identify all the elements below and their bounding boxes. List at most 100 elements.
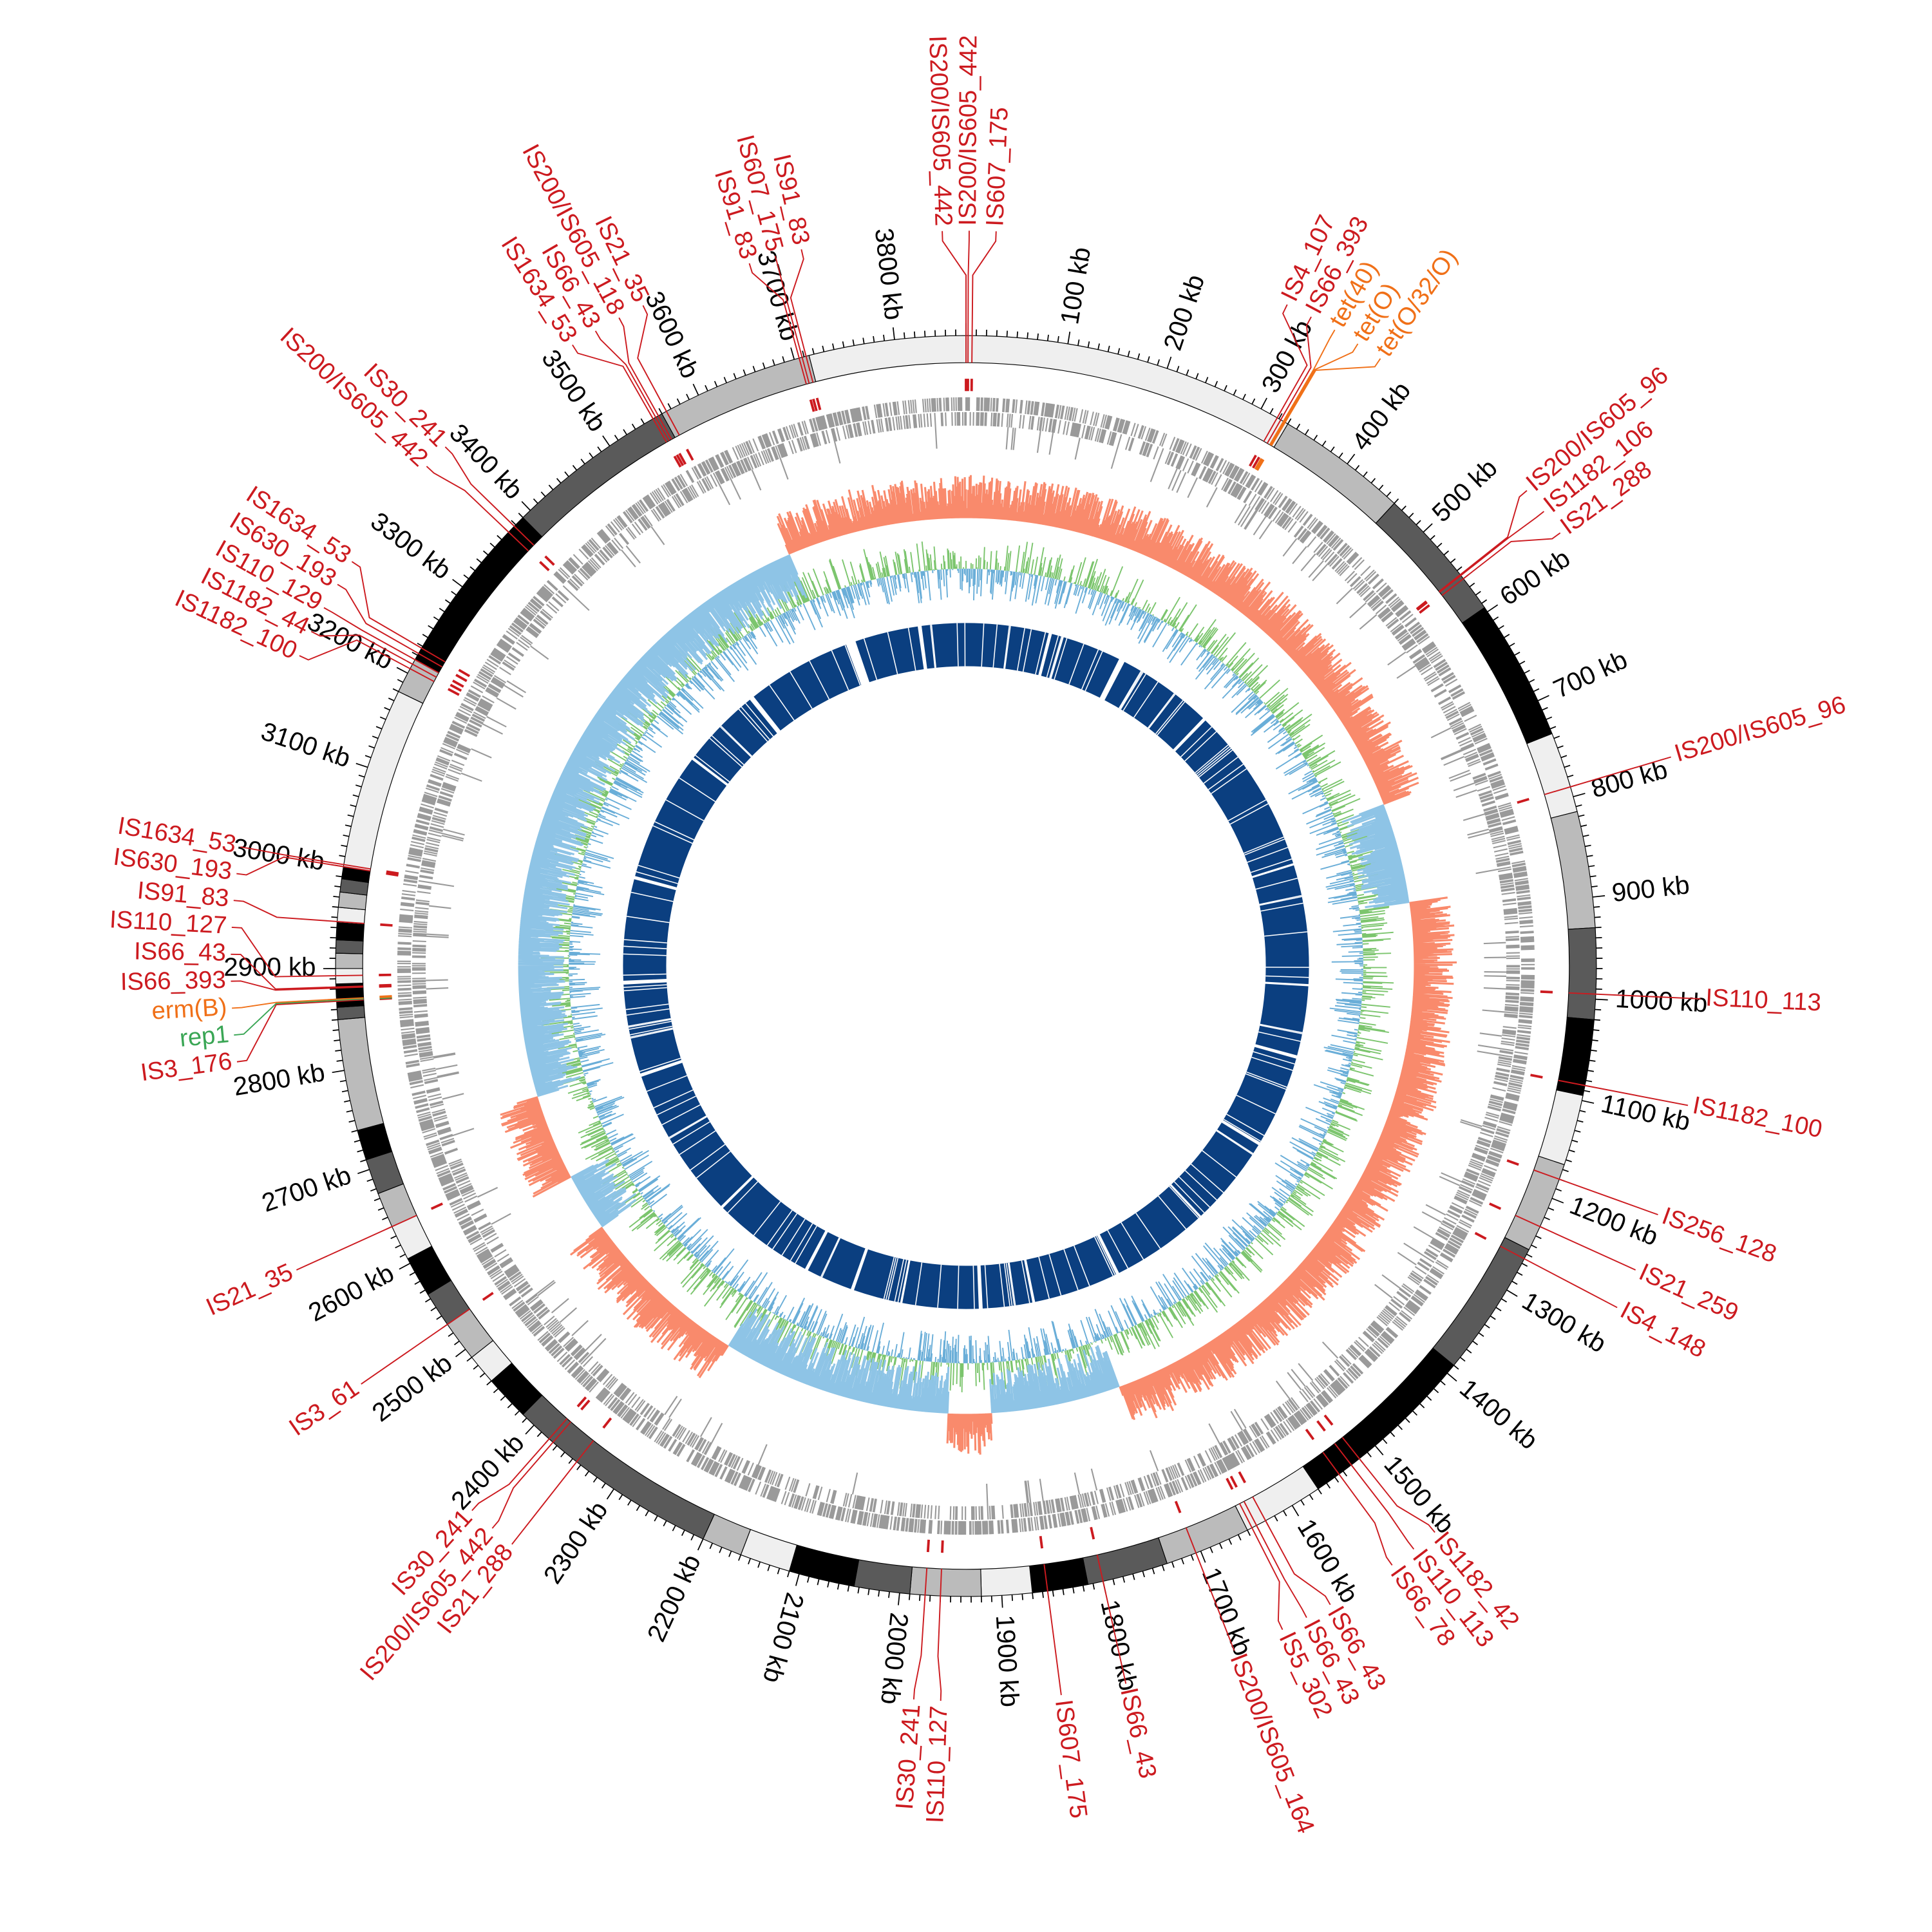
contig-segment — [788, 1544, 860, 1587]
coding-block — [1041, 634, 1063, 679]
tick-label: 500 kb — [1426, 453, 1503, 528]
tick-label: 1100 kb — [1598, 1089, 1693, 1137]
tick-label: 1000 kb — [1615, 984, 1708, 1018]
feature-connector — [913, 1567, 928, 1700]
feature-connector — [1438, 490, 1528, 592]
feature-connector — [1341, 1437, 1435, 1533]
feature-mark — [482, 1292, 494, 1302]
feature-connector — [1533, 1169, 1658, 1216]
feature-label: IS66_393 — [120, 966, 226, 996]
tick-label: 2600 kb — [304, 1258, 399, 1327]
feature-label: IS200/IS605_442 — [954, 35, 982, 225]
contig-segment — [336, 922, 365, 942]
gc-skew-track — [500, 475, 1457, 1455]
feature-connector — [231, 980, 363, 991]
feature-label: IS3_61 — [284, 1374, 364, 1441]
feature-mark — [430, 1202, 443, 1210]
feature-label: IS21_35 — [202, 1258, 298, 1321]
feature-label: IS1182_100 — [1690, 1092, 1824, 1144]
feature-connector — [1500, 1245, 1618, 1309]
tick-label: 3200 kb — [303, 607, 398, 675]
coding-region-ring — [623, 623, 1309, 1309]
feature-label: IS607_175 — [981, 106, 1014, 227]
feature-mark — [379, 983, 392, 987]
feature-connector — [1185, 1527, 1235, 1651]
contig-ideogram — [335, 335, 1597, 1597]
feature-mark — [676, 454, 685, 466]
feature-connector — [231, 926, 363, 978]
feature-connector — [491, 1421, 572, 1529]
feature-mark — [539, 561, 550, 572]
tick-label: 1400 kb — [1454, 1374, 1543, 1455]
contig-segment — [1158, 1505, 1248, 1564]
feature-mark — [544, 555, 555, 566]
feature-connector — [310, 630, 437, 678]
gc-content-track — [538, 541, 1394, 1394]
feature-connector — [937, 1568, 942, 1701]
feature-connector — [361, 1308, 470, 1385]
feature-mark — [1229, 1475, 1238, 1488]
gc-skew-negative — [518, 554, 1410, 1414]
feature-connector — [337, 583, 442, 668]
feature-connector — [1515, 1215, 1636, 1271]
tick-label: 800 kb — [1588, 755, 1671, 804]
tick-label: 2100 kb — [757, 1589, 810, 1686]
feature-mark — [1530, 1074, 1543, 1079]
feature-connector — [323, 607, 439, 674]
contig-segment — [1550, 811, 1596, 930]
feature-connector — [1271, 358, 1381, 446]
feature-connector — [1334, 1443, 1415, 1550]
feature-connector — [511, 1440, 594, 1545]
contig-segment — [1538, 1089, 1584, 1166]
gene-track — [397, 397, 1535, 1535]
feature-mark — [1316, 1420, 1326, 1432]
tick-label: 2300 kb — [538, 1496, 613, 1589]
contig-segment — [337, 1017, 384, 1131]
tick-label: 100 kb — [1055, 245, 1096, 326]
feature-connector — [426, 466, 529, 551]
feature-connector — [471, 1418, 568, 1511]
coding-block — [723, 1177, 826, 1269]
feature-mark — [1323, 1414, 1334, 1426]
feature-label: erm(B) — [151, 993, 227, 1025]
feature-connector — [1043, 1564, 1062, 1696]
feature-connector — [1322, 1452, 1393, 1566]
feature-label: IS607_175 — [1050, 1698, 1093, 1820]
feature-connector — [790, 249, 814, 383]
genes-plus-strand — [397, 397, 1535, 1535]
feature-mark — [1517, 797, 1530, 804]
feature-label: IS256_128 — [1658, 1202, 1780, 1268]
contig-segment — [336, 1005, 366, 1020]
feature-connector — [1568, 992, 1701, 999]
tick-label: 2400 kb — [446, 1428, 530, 1515]
feature-mark — [602, 1417, 612, 1429]
feature-connector — [1441, 532, 1561, 596]
tick-label: 3100 kb — [258, 717, 354, 773]
coding-block — [980, 1260, 1033, 1309]
coding-block — [623, 981, 681, 1074]
feature-connector — [1239, 1503, 1283, 1630]
coding-block — [641, 1063, 752, 1206]
feature-connector — [234, 998, 364, 1036]
feature-mark — [458, 668, 471, 677]
tick-label: 600 kb — [1495, 544, 1575, 611]
feature-connector — [1270, 343, 1359, 446]
tick-label: 400 kb — [1346, 376, 1416, 455]
feature-mark — [809, 399, 815, 412]
feature-connector — [1558, 1079, 1689, 1106]
tick-label: 2500 kb — [366, 1349, 457, 1428]
feature-mark — [576, 1396, 587, 1408]
coding-block — [1026, 1235, 1117, 1302]
tick-label: 1200 kb — [1566, 1191, 1662, 1252]
tick-label: 300 kb — [1256, 315, 1318, 397]
feature-connector — [967, 231, 970, 363]
contig-segment — [1082, 1537, 1168, 1586]
feature-mark — [452, 679, 464, 688]
feature-mark — [815, 397, 822, 410]
feature-connector — [233, 900, 365, 924]
feature-connector — [572, 345, 667, 443]
feature-mark — [448, 688, 460, 696]
feature-mark — [1249, 455, 1257, 467]
contig-segment — [853, 1559, 913, 1595]
coding-block — [1255, 983, 1309, 1056]
